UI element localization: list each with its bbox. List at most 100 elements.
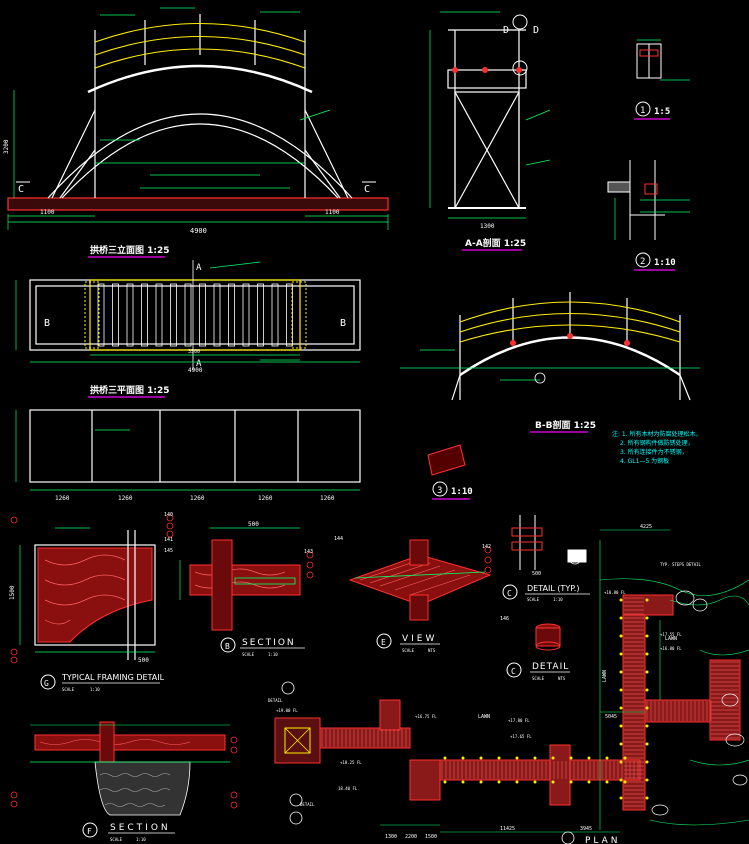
plan-el-2: +17.55 FL bbox=[660, 632, 682, 637]
plan-el-6: +16.80 FL bbox=[660, 646, 682, 651]
plan-detail-1: DETAIL bbox=[268, 698, 283, 703]
marker-c-circle-2: C bbox=[511, 667, 516, 676]
scale-c: NTS bbox=[558, 676, 566, 681]
site-plan-post-dots bbox=[443, 598, 649, 800]
plan-lawn-2: LAWN bbox=[478, 714, 490, 720]
detail-typ-c bbox=[511, 515, 587, 570]
plan-el-1: +18.80 FL bbox=[604, 590, 626, 595]
arch-deck bbox=[87, 64, 313, 94]
callout-142: 142 bbox=[482, 544, 491, 550]
plan-slats bbox=[97, 283, 293, 347]
plan-dim-left-1: 1300 bbox=[385, 834, 397, 840]
callout-145: 145 bbox=[164, 548, 173, 554]
marker-a-top: A bbox=[196, 263, 202, 273]
plan-dim-mid: 3500 bbox=[188, 349, 200, 355]
plan-dim-total-bottom: 11425 bbox=[500, 826, 515, 832]
lower-elevation bbox=[29, 409, 361, 483]
plan-dim-left-3: 1500 bbox=[425, 834, 437, 840]
plan-dim-total: 4900 bbox=[188, 367, 203, 374]
marker-detail-1: 1 bbox=[640, 106, 645, 116]
scale-label-b: SCALE bbox=[242, 652, 255, 657]
plan-el-5: +17.65 FL bbox=[510, 734, 532, 739]
plan-slat bbox=[184, 283, 192, 347]
detail-typ-dim: 500 bbox=[532, 571, 541, 577]
plan-slat bbox=[271, 283, 279, 347]
plan-typ-steps: TYP. STEPS DETAIL bbox=[660, 562, 702, 567]
plan-el-8: +19.00 FL bbox=[276, 708, 298, 713]
plan-slat bbox=[199, 283, 206, 347]
title-detail-typ: DETAIL (TYP.) bbox=[527, 584, 579, 593]
note-line-1: 注: 1. 所有木材为防腐处理松木， bbox=[612, 430, 702, 438]
scale-label-typ: SCALE bbox=[527, 597, 540, 602]
marker-g: G bbox=[44, 679, 49, 688]
view-e-detail bbox=[348, 539, 492, 621]
marker-d-right: D bbox=[533, 25, 539, 36]
plan-slat bbox=[97, 283, 105, 347]
plan-dim-right: 3945 bbox=[580, 826, 592, 832]
elev-dim-height: 3200 bbox=[3, 139, 10, 154]
scale-label-e: SCALE bbox=[402, 648, 415, 653]
plan-el-3: +17.80 FL bbox=[508, 718, 530, 723]
title-elevation: 拱桥三立面图 1:25 bbox=[90, 244, 170, 256]
detail-1 bbox=[636, 43, 662, 79]
arch-outer bbox=[47, 113, 353, 199]
plan-dim-mid-right: 5045 bbox=[605, 714, 617, 720]
title-section-f: SECTION bbox=[110, 823, 171, 833]
plan-detail-2: DETAIL bbox=[300, 802, 315, 807]
scale-label-g: SCALE bbox=[62, 687, 75, 692]
diag-right bbox=[304, 109, 349, 199]
arch-inner bbox=[61, 123, 339, 199]
elev-dim-total: 4900 bbox=[190, 227, 207, 235]
marker-f-circle: F bbox=[87, 827, 92, 836]
scale-label-c: SCALE bbox=[532, 676, 545, 681]
callout-141: 141 bbox=[164, 537, 173, 543]
elevation-base bbox=[7, 197, 389, 211]
elev-dim-right: 1100 bbox=[325, 209, 340, 216]
diag-left-2 bbox=[59, 149, 96, 199]
site-plan-contours bbox=[599, 578, 749, 826]
plan-lawn-3: LAWN bbox=[665, 636, 677, 642]
bottom-span-2: 1260 bbox=[118, 495, 133, 502]
title-section-aa: A-A剖面 1:25 bbox=[465, 237, 526, 249]
plan-el-4: +16.75 FL bbox=[415, 714, 437, 719]
title-plan: PLAN bbox=[585, 836, 621, 844]
section-b-detail bbox=[189, 539, 301, 631]
callout-140: 140 bbox=[164, 512, 173, 518]
bottom-span-4: 1260 bbox=[258, 495, 273, 502]
elevation-rails bbox=[94, 23, 306, 69]
scale-label-f: SCALE bbox=[110, 837, 123, 842]
lower-elev-dims: 1260 1260 1260 1260 1260 bbox=[55, 495, 335, 502]
typical-framing-detail bbox=[34, 530, 156, 660]
plan-slat bbox=[286, 283, 293, 347]
detail-3 bbox=[427, 444, 466, 497]
marker-c-right: C bbox=[364, 184, 370, 195]
bottom-span-5: 1260 bbox=[320, 495, 335, 502]
plan-el-9: 18.40 FL bbox=[338, 786, 358, 791]
callout-144: 144 bbox=[334, 536, 343, 542]
plan-lawn-1: LAWN bbox=[602, 670, 608, 682]
title-plan-view: 拱桥三平面图 1:25 bbox=[90, 384, 170, 396]
title-view-e: VIEW bbox=[402, 634, 437, 644]
scale-e: NTS bbox=[428, 648, 436, 653]
title-section-b: SECTION bbox=[242, 638, 296, 648]
callout-143: 143 bbox=[304, 549, 313, 555]
plan-slat bbox=[155, 283, 163, 347]
rail-3 bbox=[94, 48, 306, 69]
marker-a-bottom: A bbox=[196, 359, 202, 369]
plan-el-7: +18.25 FL bbox=[340, 760, 362, 765]
framing-dim-height: 1500 bbox=[9, 585, 16, 600]
plan-slat bbox=[242, 283, 250, 347]
bottom-span-3: 1260 bbox=[190, 495, 205, 502]
plan-slat bbox=[170, 283, 177, 347]
elevation-dims bbox=[7, 7, 389, 230]
diag-right-2 bbox=[304, 149, 341, 199]
plan-dim-left-2: 2200 bbox=[405, 834, 417, 840]
title-detail-2: 1:10 bbox=[654, 258, 676, 268]
scale-f: 1:10 bbox=[136, 837, 146, 842]
note-line-3: 3. 所有连接件为不锈钢， bbox=[620, 448, 688, 456]
title-detail-3: 1:10 bbox=[451, 487, 473, 497]
plan-slat bbox=[228, 283, 235, 347]
section-f-detail bbox=[30, 721, 230, 816]
